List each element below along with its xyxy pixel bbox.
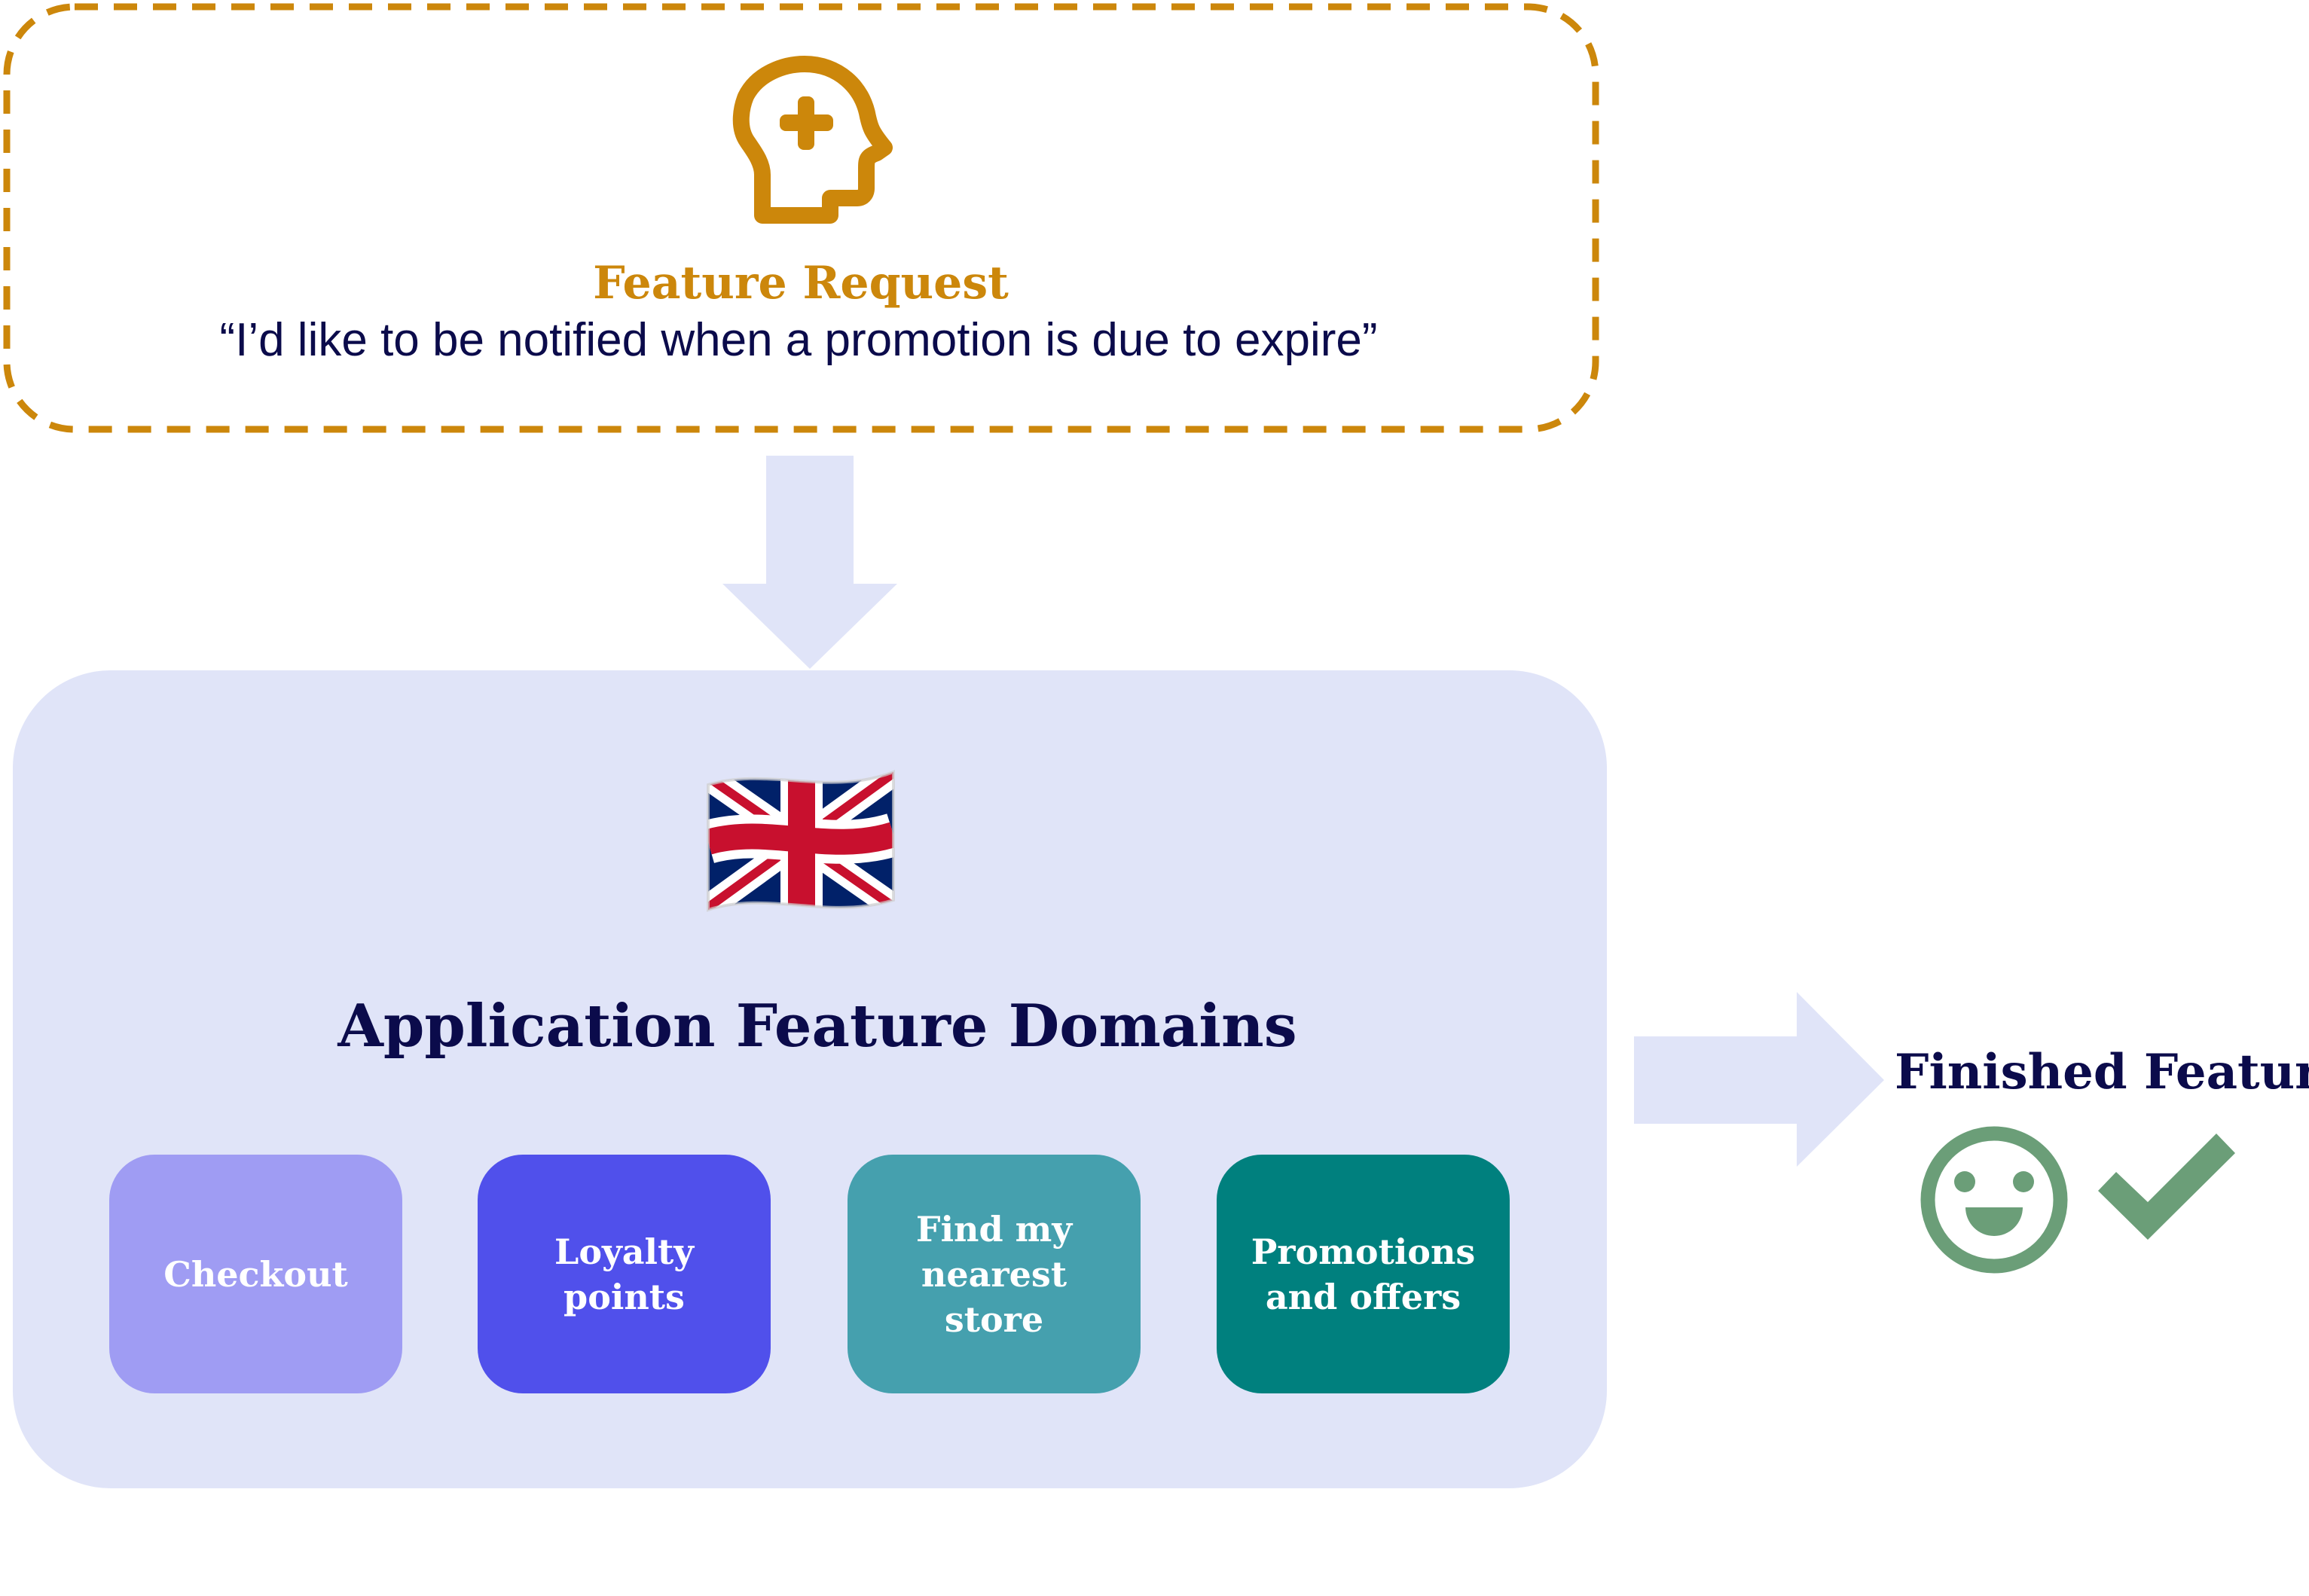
domain-promotions-and-offers[interactable]: Promotions and offers [1217,1155,1510,1393]
domain-label: Promotions and offers [1251,1231,1476,1317]
domain-find-my-nearest-store[interactable]: Find my nearest store [848,1155,1141,1393]
head-plus-icon [732,56,893,224]
smiley-face-icon [1920,1126,2068,1274]
finished-feature-title: Finished Feature [1895,1044,2309,1100]
arrow-down-icon [722,456,897,669]
uk-flag-icon [707,770,895,912]
domains-panel [13,670,1607,1488]
arrow-right-icon [1634,992,1884,1167]
domains-title: Application Feature Domains [337,992,1297,1060]
feature-request-title: Feature Request [593,257,1009,310]
checkmark-icon [2098,1134,2235,1240]
domain-label: Checkout [163,1253,348,1295]
domain-label: Find my nearest store [915,1208,1073,1340]
domain-label: Loyalty points [554,1231,694,1317]
feature-request-container [3,3,1599,433]
domain-checkout[interactable]: Checkout [109,1155,402,1393]
plus-icon [780,96,833,150]
feature-request-quote: “I’d like to be notified when a promotio… [219,314,1378,366]
domain-loyalty-points[interactable]: Loyalty points [478,1155,771,1393]
